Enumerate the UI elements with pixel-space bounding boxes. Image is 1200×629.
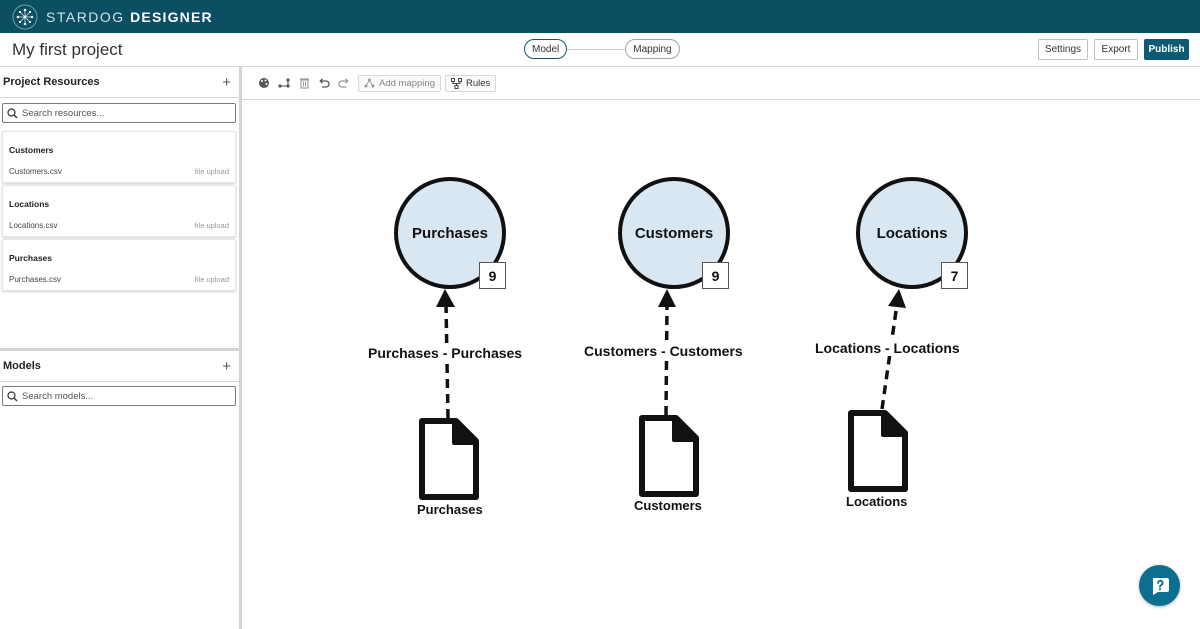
sidebar-section-divider[interactable] [0, 348, 239, 351]
file-label-locations: Locations [846, 494, 908, 509]
workflow-steps: Model Mapping [524, 39, 680, 59]
resource-source: file upload [194, 221, 229, 230]
settings-button[interactable]: Settings [1038, 39, 1088, 60]
redo-icon[interactable] [334, 73, 354, 93]
palette-icon[interactable] [254, 73, 274, 93]
property-count-badge: 9 [702, 262, 729, 289]
file-label-customers: Customers [634, 498, 702, 513]
publish-button[interactable]: Publish [1144, 39, 1189, 60]
property-count-badge: 7 [941, 262, 968, 289]
project-resources-header: Project Resources + [0, 67, 239, 98]
search-resources-input[interactable] [22, 107, 222, 119]
model-canvas[interactable]: Purchases 9 Customers 9 Locations 7 Purc… [242, 101, 1200, 629]
arrowhead [658, 289, 676, 307]
canvas-toolbar: Add mapping Rules [242, 67, 1200, 100]
export-button[interactable]: Export [1094, 39, 1138, 60]
models-header: Models + [0, 351, 239, 382]
search-icon [7, 107, 18, 118]
arrowhead [888, 289, 906, 308]
project-title: My first project [12, 40, 123, 59]
brand-bar: STARDOG DESIGNER [0, 0, 1200, 33]
resource-name: Locations [9, 199, 50, 209]
mapping-label-customers[interactable]: Customers - Customers [583, 343, 744, 359]
rules-label: Rules [465, 77, 491, 89]
add-mapping-label: Add mapping [379, 77, 435, 89]
add-model-icon[interactable]: + [222, 357, 231, 375]
mapping-edges [436, 289, 906, 419]
file-icon[interactable] [847, 409, 909, 493]
rules-button[interactable]: Rules [444, 74, 497, 92]
search-resources-field [2, 103, 236, 123]
file-icon[interactable] [638, 414, 700, 498]
step-mapping[interactable]: Mapping [625, 39, 680, 59]
step-connector [567, 48, 626, 50]
mapping-edge-customers[interactable] [664, 303, 669, 416]
trash-icon[interactable] [294, 73, 314, 93]
mapping-edge-purchases[interactable] [444, 303, 450, 419]
step-model[interactable]: Model [524, 39, 568, 59]
brand-prefix: STARDOG [46, 8, 125, 25]
arrowhead [436, 289, 455, 307]
sidebar: Project Resources + Customers Customers.… [0, 67, 239, 629]
mapping-icon [364, 78, 375, 88]
resource-card-customers[interactable]: Customers Customers.csv file upload [2, 131, 236, 183]
layout-icon[interactable] [274, 73, 294, 93]
search-models-input[interactable] [22, 390, 222, 402]
add-mapping-button[interactable]: Add mapping [358, 74, 441, 92]
undo-icon[interactable] [314, 73, 334, 93]
resource-name: Purchases [9, 253, 52, 263]
resource-file: Locations.csv [9, 221, 58, 230]
resource-file: Customers.csv [9, 167, 62, 176]
brand-suffix: DESIGNER [130, 8, 213, 25]
mapping-label-locations[interactable]: Locations - Locations [814, 340, 961, 356]
resource-card-purchases[interactable]: Purchases Purchases.csv file upload [2, 239, 236, 291]
search-models-field [2, 386, 236, 406]
resource-source: file upload [194, 167, 229, 176]
mapping-label-purchases[interactable]: Purchases - Purchases [367, 345, 524, 361]
search-icon [7, 390, 18, 401]
file-label-purchases: Purchases [417, 502, 483, 517]
sidebar-resize-handle[interactable] [239, 67, 242, 629]
file-icon[interactable] [418, 417, 480, 501]
resource-source: file upload [194, 275, 229, 284]
brand-name: STARDOG DESIGNER [46, 9, 213, 25]
class-node-customers[interactable]: Customers [618, 177, 730, 289]
project-header: My first project Model Mapping Settings … [0, 33, 1200, 67]
project-resources-title: Project Resources [3, 76, 100, 88]
resource-file: Purchases.csv [9, 275, 62, 284]
property-count-badge: 9 [479, 262, 506, 289]
models-title: Models [3, 360, 41, 372]
help-chat-button[interactable] [1139, 565, 1180, 606]
resource-name: Customers [9, 145, 54, 155]
add-resource-icon[interactable]: + [222, 73, 231, 91]
help-chat-icon [1152, 577, 1169, 595]
rules-icon [450, 77, 462, 89]
resource-card-locations[interactable]: Locations Locations.csv file upload [2, 185, 236, 237]
mapping-edge-locations[interactable] [880, 303, 899, 410]
stardog-logo-icon [12, 4, 38, 29]
